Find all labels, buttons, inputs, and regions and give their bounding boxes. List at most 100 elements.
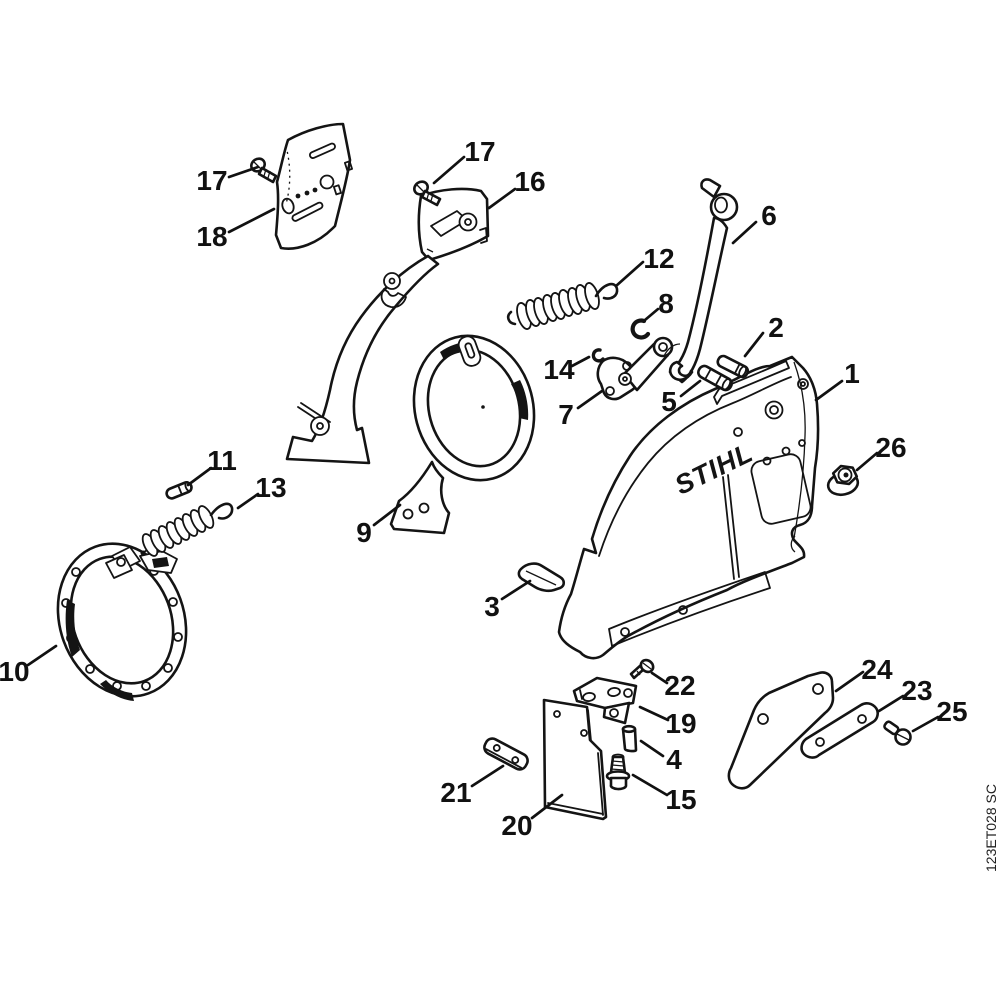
- screw-shank: [420, 189, 442, 207]
- part-guard-plate-20: [542, 698, 608, 821]
- plate-slot: [308, 142, 336, 159]
- callout-21: 21: [440, 777, 471, 808]
- leader-6: [731, 220, 758, 245]
- bracket-strap: [389, 460, 451, 535]
- cover-bottom-strip: [608, 571, 771, 647]
- leader-24: [834, 670, 865, 693]
- part-bolt-15: [605, 753, 631, 791]
- part-pin-11: [165, 481, 193, 500]
- part-plate-24: [727, 671, 835, 790]
- callout-11: 11: [207, 445, 237, 476]
- part-flat-pin-3: [517, 562, 566, 593]
- plate-slot: [291, 201, 324, 222]
- callout-9: 9: [356, 517, 372, 548]
- leader-3: [500, 579, 532, 601]
- callout-6: 6: [761, 200, 777, 231]
- band-shading: [511, 380, 529, 420]
- callout-20: 20: [501, 810, 532, 841]
- callout-8: 8: [658, 288, 674, 319]
- lever-head: [709, 192, 739, 222]
- leader-12: [614, 260, 645, 288]
- callout-24: 24: [861, 654, 893, 685]
- part-collar-nut-26: [826, 464, 860, 497]
- drawing-code: 123ET028 SC: [983, 784, 999, 872]
- callout-12: 12: [643, 243, 674, 274]
- part-brake-band-10: [56, 542, 188, 701]
- part-strip-23: [800, 702, 879, 759]
- leader-22: [650, 671, 669, 685]
- callout-2: 2: [768, 312, 784, 343]
- cover-recess: [750, 453, 812, 525]
- arm-hook: [380, 288, 407, 309]
- link-plate: [596, 356, 639, 401]
- leader-13: [236, 492, 260, 510]
- leader-14: [570, 355, 591, 368]
- screw-shank: [257, 166, 278, 184]
- band-shading: [65, 600, 80, 657]
- leader-18: [227, 207, 276, 234]
- leader-23: [877, 694, 905, 713]
- band-shading: [100, 680, 134, 701]
- spring-hook: [209, 502, 234, 520]
- band-tab: [457, 335, 482, 367]
- callout-14: 14: [543, 354, 575, 385]
- spring-hook: [506, 310, 517, 326]
- part-e-clip-8: [630, 318, 651, 340]
- part-screw-22: [629, 658, 655, 680]
- callout-13: 13: [255, 472, 286, 503]
- leader-20: [530, 793, 564, 820]
- callout-15: 15: [665, 784, 696, 815]
- guard-arm: [285, 254, 440, 465]
- leader-5: [679, 379, 702, 398]
- leader-10: [26, 644, 58, 667]
- part-connecting-link-7: [596, 336, 674, 401]
- part-guide-plate-18: [274, 122, 353, 250]
- leader-11: [186, 466, 213, 487]
- bracket-tab: [602, 701, 631, 725]
- callout-7: 7: [558, 399, 574, 430]
- part-screw-17b: [413, 180, 442, 207]
- callout-16: 16: [514, 166, 545, 197]
- part-tension-spring-13: [141, 502, 234, 557]
- lever-claw: [668, 360, 694, 382]
- part-pin-5: [697, 364, 733, 392]
- callout-3: 3: [484, 591, 500, 622]
- leader-17b: [432, 155, 466, 185]
- part-hand-guard-16: [285, 187, 490, 465]
- callout-1: 1: [844, 358, 860, 389]
- part-screw-17a: [250, 157, 278, 184]
- foot-boss: [310, 416, 330, 436]
- leader-7: [576, 389, 604, 410]
- leader-9: [372, 503, 402, 527]
- leader-25: [911, 715, 940, 733]
- leader-19: [638, 705, 670, 722]
- leader-lines: [26, 155, 940, 820]
- leader-8: [643, 307, 660, 322]
- lever-pin: [700, 178, 722, 199]
- part-tension-spring-12: [506, 282, 619, 330]
- part-angle-bracket-19: [572, 676, 638, 725]
- part-sprocket-cover-1: STIHL: [557, 355, 820, 660]
- part-screw-25: [883, 720, 912, 746]
- part-band-bracket-9: [389, 334, 536, 535]
- leader-21: [470, 764, 505, 788]
- cover-handle-ridge: [713, 360, 790, 405]
- leader-1: [814, 379, 844, 402]
- cover-hood-line: [598, 376, 792, 557]
- callout-numbers: 17 18 17 16 12 8 6 2 14 7 5 1 26 11 13 1…: [0, 136, 968, 841]
- part-sleeve-4: [621, 724, 638, 753]
- callout-18: 18: [196, 221, 227, 252]
- callout-10: 10: [0, 656, 30, 687]
- arm-boss: [383, 272, 401, 290]
- leader-26: [855, 451, 879, 472]
- leader-2: [743, 331, 765, 358]
- cover-outline: [557, 355, 820, 660]
- callout-17a: 17: [196, 165, 227, 196]
- callout-25: 25: [936, 696, 967, 727]
- callout-26: 26: [875, 432, 906, 463]
- callout-17b: 17: [464, 136, 495, 167]
- leader-16: [487, 187, 517, 210]
- part-pin-2: [716, 354, 750, 379]
